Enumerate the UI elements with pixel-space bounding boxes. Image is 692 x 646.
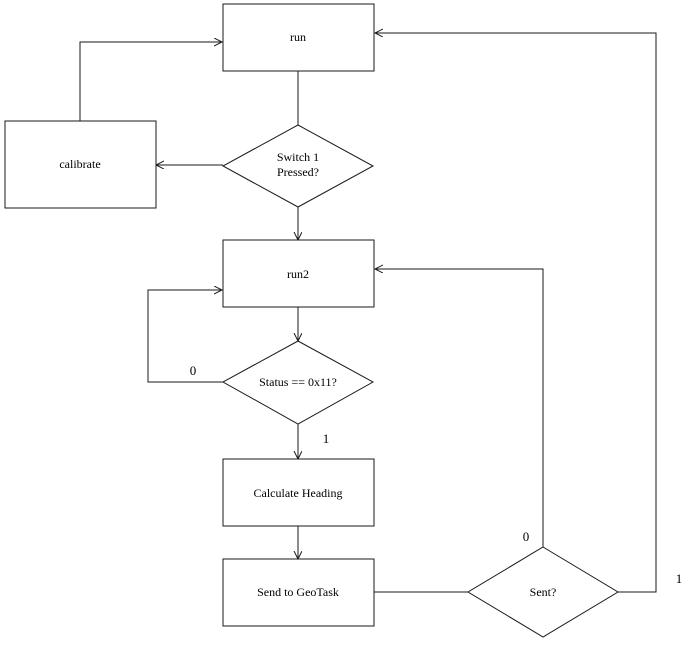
switch-decision-label-line1: Switch 1 xyxy=(277,150,319,164)
calibrate-process-node: calibrate xyxy=(4,120,157,209)
edge-calibrate-to-run xyxy=(79,42,222,121)
calculate-heading-label: Calculate Heading xyxy=(254,486,343,500)
edge-sent-no-to-run2 xyxy=(375,269,544,547)
calibrate-process-label: calibrate xyxy=(59,157,100,171)
run-process-node: run xyxy=(222,3,375,72)
calculate-heading-process-node: Calculate Heading xyxy=(222,458,375,527)
sent-decision-label: Sent? xyxy=(530,585,557,599)
sent-no-label: 0 xyxy=(523,529,530,544)
send-to-geotask-process-node: Send to GeoTask xyxy=(222,558,375,627)
status-decision-label: Status == 0x11? xyxy=(259,375,337,389)
status-yes-label: 1 xyxy=(323,431,330,446)
sent-decision: Sent? xyxy=(467,546,619,638)
status-check-decision: Status == 0x11? xyxy=(221,340,375,425)
edge-status-no-to-run2 xyxy=(147,290,223,383)
send-to-geotask-label: Send to GeoTask xyxy=(257,585,339,599)
switch-pressed-decision: Switch 1 Pressed? xyxy=(221,124,375,208)
switch-decision-label-line2: Pressed? xyxy=(277,165,319,179)
run2-process-node: run2 xyxy=(222,239,375,308)
run2-process-label: run2 xyxy=(287,267,309,281)
sent-yes-label: 1 xyxy=(676,571,683,586)
run-process-label: run xyxy=(290,30,306,44)
status-no-label: 0 xyxy=(190,363,197,378)
edge-sent-yes-to-run xyxy=(375,33,657,593)
